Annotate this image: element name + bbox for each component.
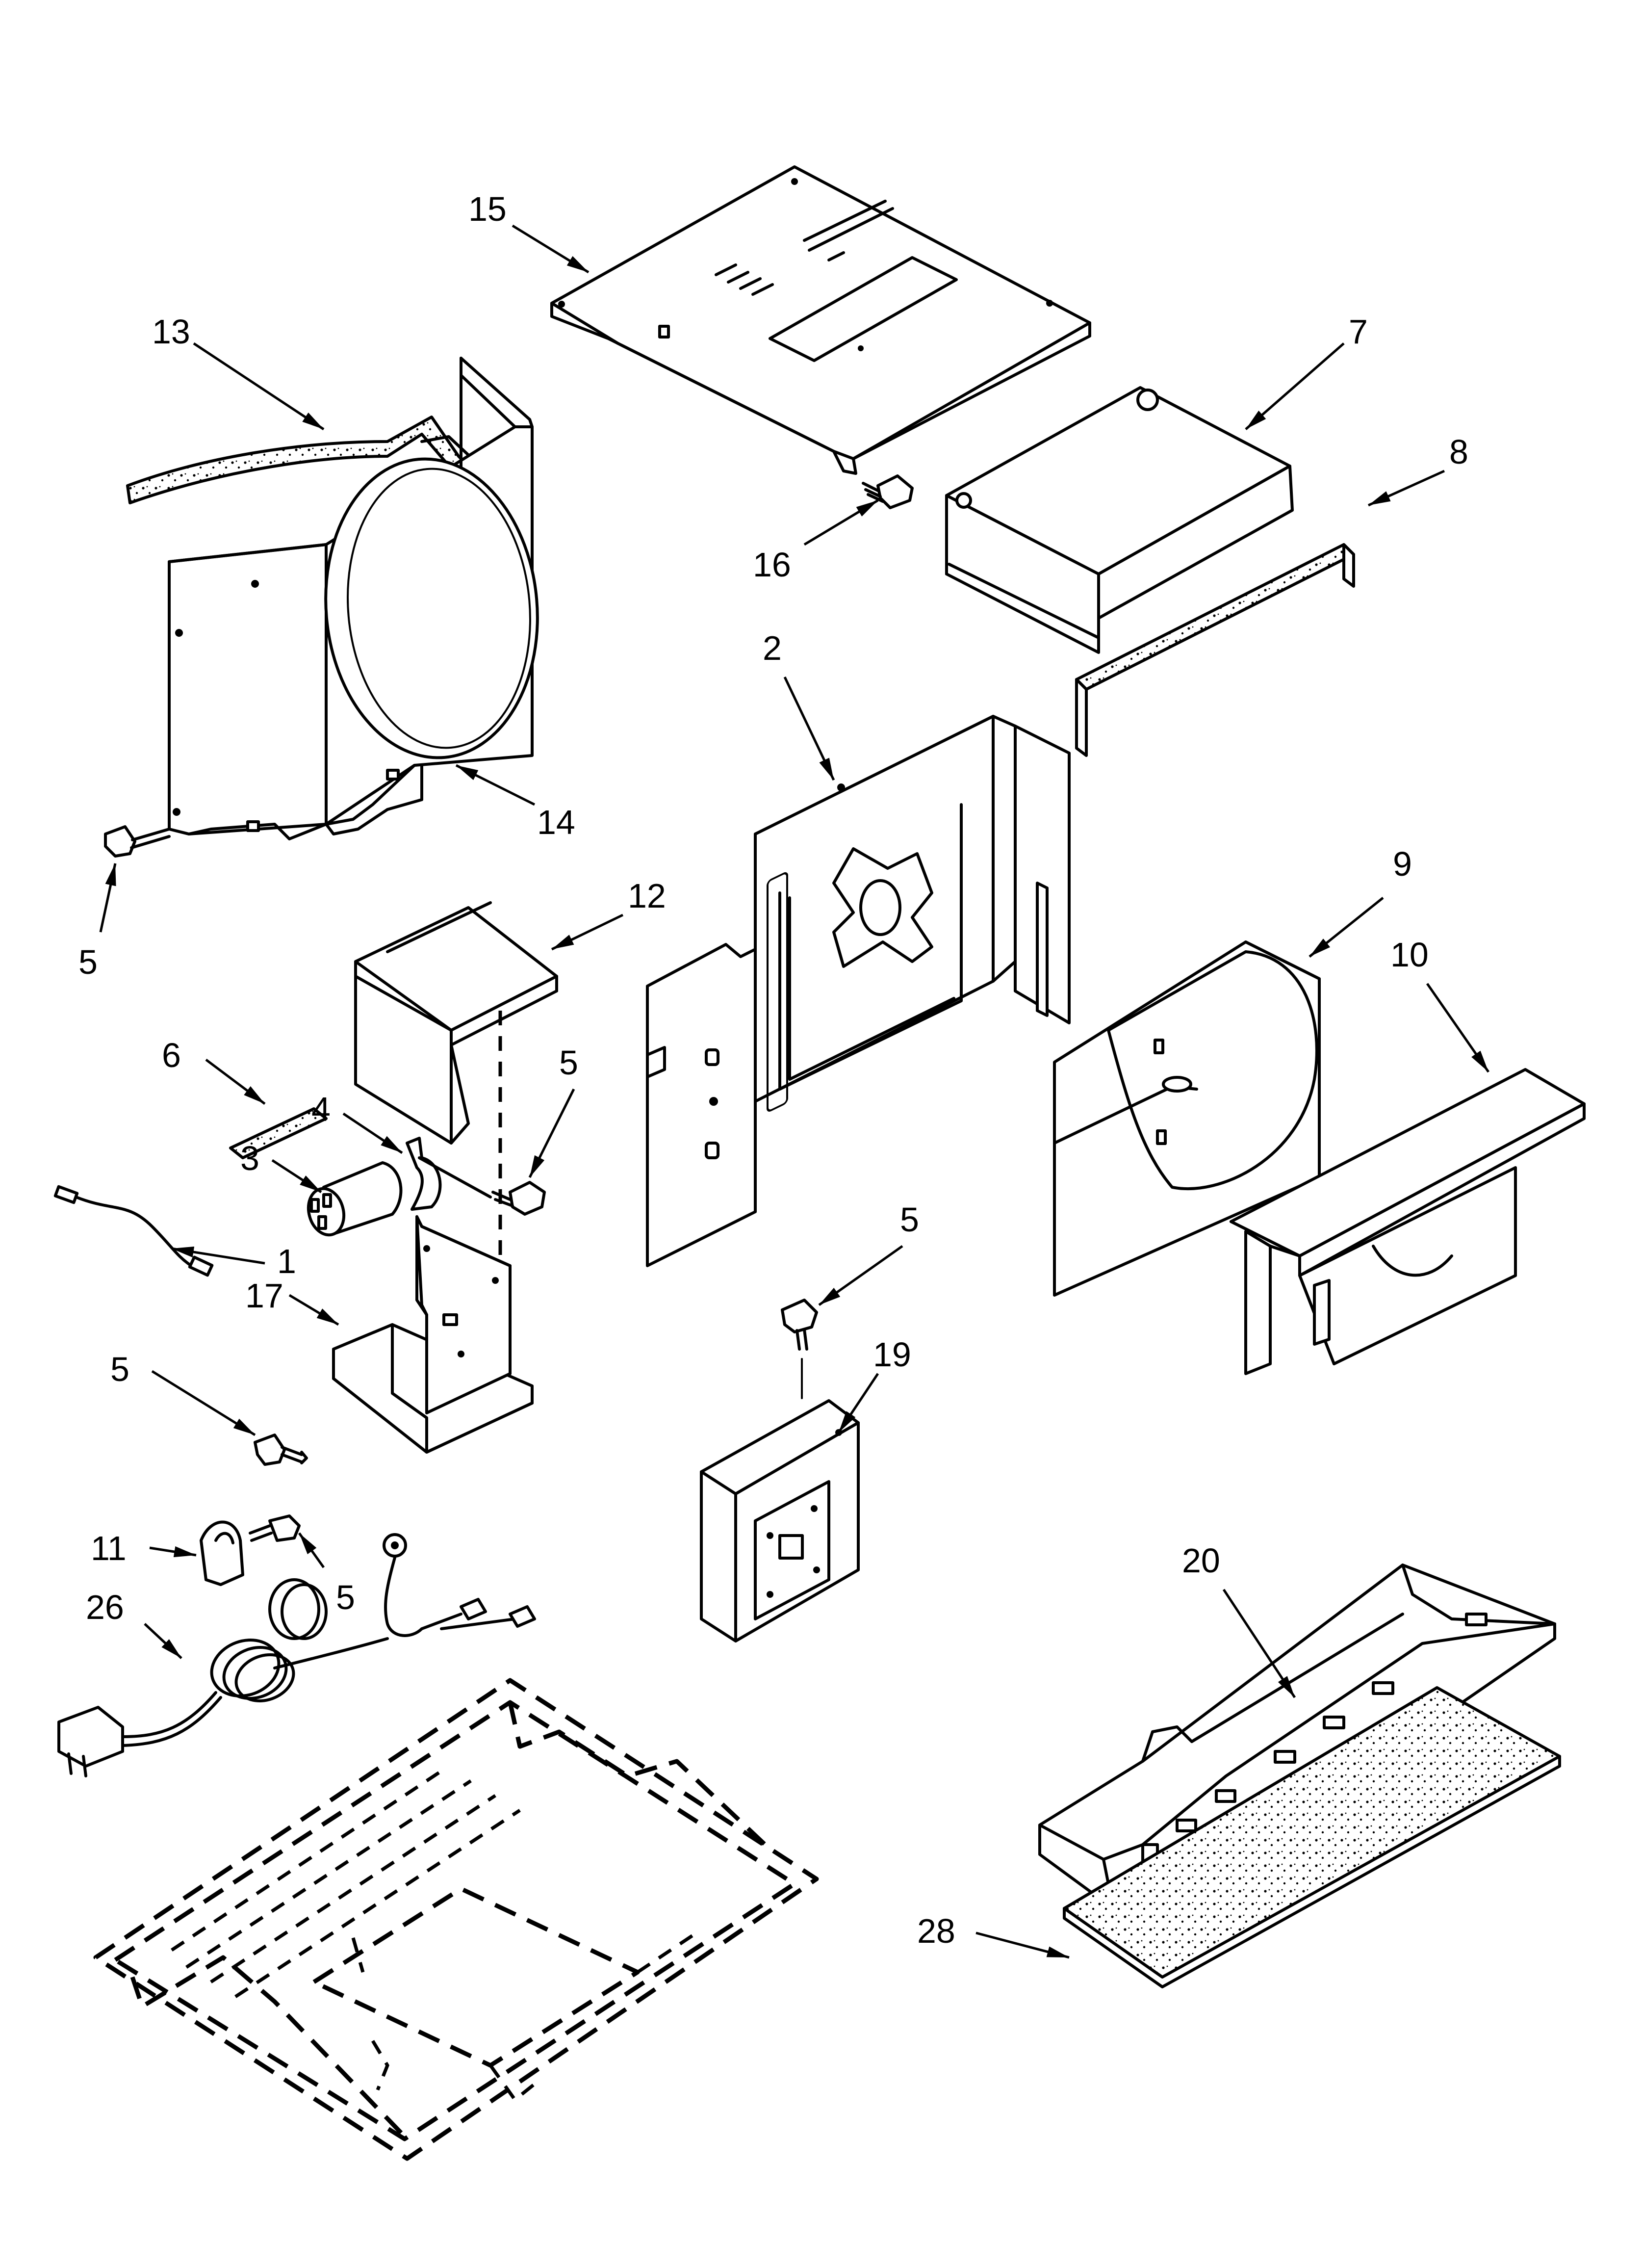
part-3-capacitor (307, 1161, 403, 1237)
label-10: 10 (1390, 936, 1429, 974)
part-17-bracket (332, 1011, 534, 1454)
label-2: 2 (763, 629, 782, 667)
part-1-wire (53, 1185, 214, 1277)
leader-lines (99, 224, 1490, 1959)
label-6: 6 (162, 1036, 181, 1074)
label-5-c: 5 (110, 1350, 129, 1388)
label-13: 13 (152, 313, 190, 351)
base-pan-outline (93, 1678, 819, 2161)
label-20: 20 (1182, 1541, 1220, 1580)
part-labels: 15 13 7 8 16 2 14 5 12 9 10 6 4 5 3 1 17… (78, 190, 1468, 1950)
part-9-scroll (1053, 940, 1321, 1297)
part-5-screw-d (781, 1299, 818, 1399)
part-5-screw-c (254, 1434, 308, 1466)
part-15-top-cover (550, 165, 1091, 475)
label-15: 15 (468, 190, 507, 228)
part-16-screw (862, 474, 914, 509)
part-8-gasket (1075, 543, 1355, 757)
part-2-bulkhead (646, 715, 1071, 1267)
part-12-capacitor-cover (354, 901, 558, 1145)
part-5-screw-b (491, 1181, 546, 1216)
label-5-e: 5 (336, 1578, 355, 1616)
label-14: 14 (537, 803, 575, 841)
label-28: 28 (917, 1912, 955, 1950)
part-26-power-cord (57, 1533, 536, 1777)
part-14-fan-shroud (168, 357, 539, 840)
part-6-foam-pad (229, 1107, 328, 1159)
label-5-a: 5 (78, 943, 98, 981)
label-26: 26 (86, 1588, 124, 1626)
part-19-board-bracket (700, 1399, 860, 1642)
label-8: 8 (1449, 433, 1468, 471)
part-5-screw-a (104, 825, 171, 858)
part-7-control-cover (945, 386, 1294, 654)
part-10-barrier (1230, 1068, 1586, 1375)
label-16: 16 (753, 546, 791, 584)
label-9: 9 (1393, 845, 1412, 883)
label-17: 17 (245, 1277, 283, 1315)
part-11-clip (200, 1514, 301, 1586)
label-3: 3 (240, 1139, 259, 1177)
label-5-b: 5 (559, 1043, 578, 1082)
part-28-filter (1063, 1686, 1561, 1988)
label-7: 7 (1349, 313, 1368, 351)
label-4: 4 (311, 1090, 331, 1128)
label-19: 19 (873, 1335, 911, 1374)
part-4-strap (406, 1137, 492, 1211)
label-11: 11 (91, 1529, 127, 1567)
label-5-d: 5 (900, 1200, 919, 1239)
label-1: 1 (277, 1242, 296, 1280)
label-12: 12 (628, 877, 666, 915)
